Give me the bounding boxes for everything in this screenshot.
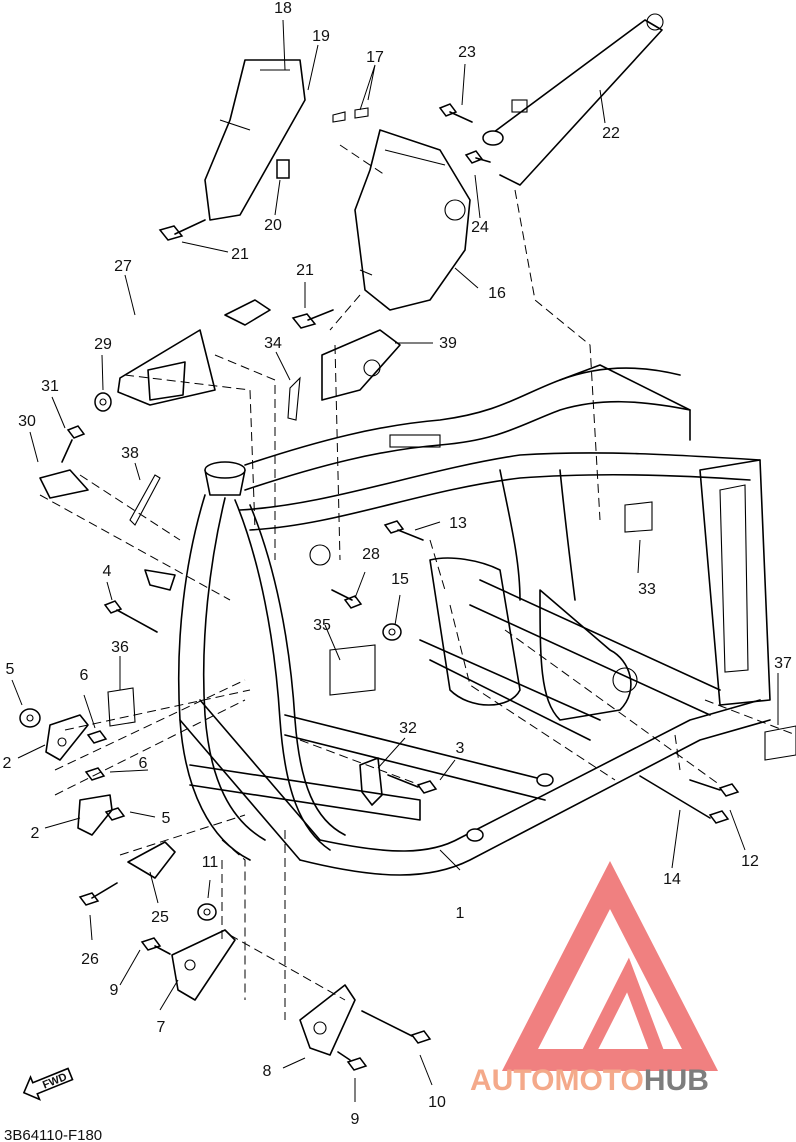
bolt-3 <box>387 774 438 794</box>
bolts <box>61 103 740 1071</box>
callout-24: 24 <box>471 219 489 236</box>
callout-34: 34 <box>264 335 282 352</box>
callout-2b: 2 <box>31 825 40 842</box>
callout-16: 16 <box>488 285 506 302</box>
callout-1: 1 <box>456 905 465 922</box>
nut-6a <box>86 730 108 744</box>
bolt-4 <box>103 600 158 633</box>
callout-18: 18 <box>274 0 292 17</box>
callout-36: 36 <box>111 639 129 656</box>
callout-22: 22 <box>602 125 620 142</box>
callout-10: 10 <box>428 1094 446 1111</box>
callout-9b: 9 <box>351 1111 360 1128</box>
labels <box>107 107 796 761</box>
callout-2a: 2 <box>3 755 12 772</box>
bolt-10 <box>361 1010 432 1044</box>
callout-33: 33 <box>638 581 656 598</box>
callout-11: 11 <box>202 854 219 871</box>
nut-6b <box>84 767 106 781</box>
svg-text:AUTOMOTOHUB: AUTOMOTOHUB <box>470 1064 709 1097</box>
fwd-label: FWD <box>41 1071 69 1092</box>
callout-21b: 21 <box>296 262 314 279</box>
callouts: 1 2 2 3 4 5 5 6 6 7 8 9 9 10 11 12 13 14… <box>3 0 792 1128</box>
front-bracket <box>204 59 306 221</box>
callout-20: 20 <box>264 217 282 234</box>
bolt-24 <box>464 150 491 164</box>
callout-6b: 6 <box>139 755 148 772</box>
callout-5b: 5 <box>162 810 171 827</box>
bolt-28 <box>331 589 363 609</box>
callout-35: 35 <box>313 617 331 634</box>
automotohub-wordmark: AUTOMOTOHUB <box>470 1064 709 1097</box>
callout-15: 15 <box>391 571 409 588</box>
drawing-code: 3B64110-F180 <box>4 1127 102 1142</box>
bolt-23 <box>438 103 473 123</box>
bolt-21-lower <box>291 309 334 329</box>
callout-27: 27 <box>114 258 132 275</box>
callout-23: 23 <box>458 44 476 61</box>
callout-28: 28 <box>362 546 380 563</box>
wordmark-part1: AUTO <box>470 1064 554 1097</box>
bolt-12 <box>689 779 740 797</box>
fwd-arrow-icon: FWD <box>22 1067 74 1101</box>
wordmark-part2: MOTO <box>554 1064 643 1097</box>
callout-9a: 9 <box>110 982 119 999</box>
main-frame <box>144 364 771 876</box>
bolt-14 <box>639 775 730 824</box>
callout-37: 37 <box>774 655 792 672</box>
callout-5a: 5 <box>6 661 15 678</box>
callout-7: 7 <box>157 1019 166 1036</box>
callout-29: 29 <box>94 336 112 353</box>
callout-30: 30 <box>18 413 36 430</box>
automotohub-logo <box>501 860 719 1071</box>
callout-26: 26 <box>81 951 99 968</box>
callout-21a: 21 <box>231 246 249 263</box>
bolt-21-upper <box>158 219 206 241</box>
callout-19: 19 <box>312 28 330 45</box>
bolt-26 <box>78 882 118 906</box>
bolt-31 <box>61 425 86 463</box>
callout-12: 12 <box>741 853 759 870</box>
side-cover <box>354 129 471 311</box>
callout-38: 38 <box>121 445 139 462</box>
assembly-lines <box>39 144 796 1020</box>
callout-8: 8 <box>263 1063 272 1080</box>
washers <box>19 392 402 921</box>
callout-32: 32 <box>399 720 417 737</box>
callout-39: 39 <box>439 335 457 352</box>
callout-17: 17 <box>366 49 384 66</box>
callout-25: 25 <box>151 909 169 926</box>
callout-3: 3 <box>456 740 465 757</box>
callout-13: 13 <box>449 515 467 532</box>
callout-6a: 6 <box>80 667 89 684</box>
callout-4: 4 <box>103 563 112 580</box>
bolt-9-lower <box>337 1051 368 1071</box>
bolt-9-upper <box>140 937 171 955</box>
leader-lines <box>11 19 779 1102</box>
callout-31: 31 <box>41 378 59 395</box>
wordmark-part3: HUB <box>644 1064 709 1097</box>
callout-14: 14 <box>663 871 681 888</box>
stay-arm <box>482 13 664 186</box>
plates <box>39 299 401 1056</box>
bolt-13 <box>383 520 424 541</box>
